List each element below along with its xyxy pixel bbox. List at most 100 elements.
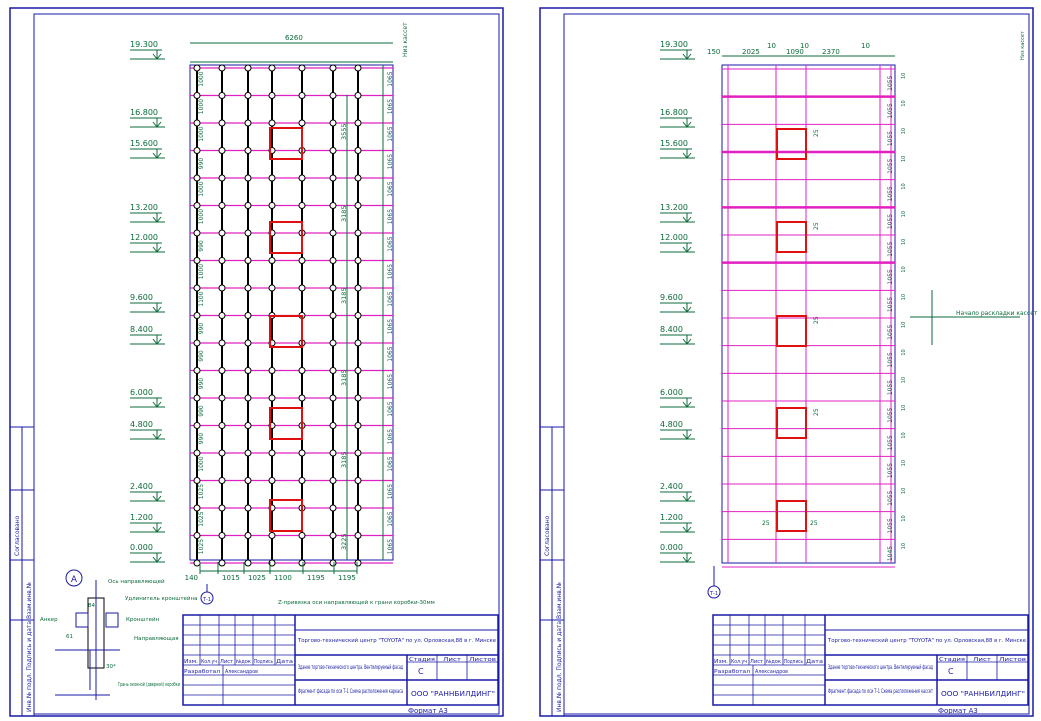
bracket-icon <box>218 202 226 209</box>
axis-marker-icon <box>707 585 721 599</box>
left-dim: 1000 <box>198 71 205 86</box>
tb-sheet-title: Фрагмент фасада по оси Т-1 Схема располо… <box>298 688 403 695</box>
bracket-icon <box>329 449 337 457</box>
detail-marker-label: А <box>71 575 78 585</box>
axis-label: Т-1 <box>709 591 718 597</box>
tb-col-header: №док <box>766 659 781 665</box>
level-arrow-icon <box>682 526 692 533</box>
inner-dim: 3185 <box>340 205 348 222</box>
bracket-icon <box>193 92 201 99</box>
right-dim: 1055 <box>887 380 894 395</box>
level-arrow-icon <box>152 152 162 159</box>
stamp-agreed-text: Согласовано <box>14 515 21 556</box>
bracket-icon <box>218 504 226 512</box>
bracket-icon <box>193 119 201 127</box>
window-opening <box>776 500 807 532</box>
bracket-icon <box>218 64 226 72</box>
bracket-icon <box>354 119 362 127</box>
right-dim: 1065 <box>387 126 394 141</box>
tb-stage: С <box>948 667 954 676</box>
bracket-icon <box>218 284 226 292</box>
axis-marker-icon <box>200 591 214 605</box>
bracket-icon <box>298 367 306 374</box>
right-dim: 1055 <box>887 186 894 201</box>
bracket-icon <box>354 422 362 429</box>
level-mark-9.600: 9.600 <box>660 293 683 302</box>
level-arrow-icon <box>682 121 692 128</box>
bracket-icon <box>244 147 252 154</box>
tb-author: Александров <box>755 669 788 675</box>
right-dim: 1055 <box>887 75 894 90</box>
left-dim: 990 <box>198 378 205 390</box>
tb-developed: Разработал <box>714 669 750 675</box>
tb-author: Александров <box>225 669 258 675</box>
window-opening <box>269 499 303 532</box>
bracket-icon <box>244 422 252 429</box>
bracket-icon <box>354 92 362 99</box>
left-dim: 990 <box>198 240 205 252</box>
bracket-icon <box>193 339 201 347</box>
tb-stage-header: Стадия <box>939 657 965 663</box>
level-mark-6.000: 6.000 <box>130 388 153 397</box>
bracket-icon <box>218 559 226 567</box>
detail-label: Грань оконной (дверной) коробки <box>118 681 180 688</box>
left-dim: 1025 <box>198 511 205 526</box>
window-opening <box>269 407 303 440</box>
level-arrow-icon <box>152 401 162 408</box>
bracket-icon <box>298 174 306 182</box>
bracket-icon <box>268 119 276 127</box>
window-dim: 25 <box>810 520 818 527</box>
level-arrow-icon <box>682 495 692 502</box>
bracket-icon <box>193 504 201 512</box>
bracket-icon <box>193 257 201 264</box>
level-arrow-icon <box>152 246 162 253</box>
gap-dim: 10 <box>901 239 907 245</box>
level-mark-1.200: 1.200 <box>130 513 153 522</box>
detail-label: Анкер <box>40 617 58 623</box>
bottom-dim: 1100 <box>274 574 292 582</box>
top-right-label: Низ кассет <box>402 22 409 57</box>
gap-dim: 10 <box>901 100 907 106</box>
right-dim: 1065 <box>387 374 394 389</box>
right-dim: 1055 <box>887 518 894 533</box>
right-dim: 1055 <box>887 490 894 505</box>
inner-dim: 3185 <box>340 287 348 304</box>
level-arrow-icon <box>682 53 692 60</box>
bracket-icon <box>268 394 276 402</box>
bracket-icon <box>354 532 362 539</box>
tb-project: Торгово-технический центр "TOYOTA" по ул… <box>827 637 1027 644</box>
bracket-icon <box>329 532 337 539</box>
level-mark-12.000: 12.000 <box>130 233 158 242</box>
bracket-icon <box>329 312 337 319</box>
right-dim: 1065 <box>387 236 394 251</box>
tb-col-header: Подпись <box>254 659 273 665</box>
bracket-icon <box>193 64 201 72</box>
right-dim: 1065 <box>387 539 394 554</box>
bracket-icon <box>244 504 252 512</box>
bracket-icon <box>354 339 362 347</box>
bracket-icon <box>354 174 362 182</box>
level-mark-0.000: 0.000 <box>660 543 683 552</box>
bracket-icon <box>244 229 252 237</box>
level-mark-15.600: 15.600 <box>130 139 158 148</box>
bracket-icon <box>244 64 252 72</box>
bracket-icon <box>244 339 252 347</box>
right-dim: 1065 <box>387 181 394 196</box>
right-dim: 1055 <box>887 463 894 478</box>
window-opening <box>776 221 807 253</box>
stamp-side-text: Инв.№ подл. Подпись и дата Взам.инв.№ <box>26 582 33 712</box>
tb-building: Здание торгово-технического центра. Вент… <box>298 664 403 671</box>
left-dim: 1000 <box>198 456 205 471</box>
bracket-icon <box>218 229 226 237</box>
window-opening <box>269 221 303 254</box>
bracket-icon <box>298 64 306 72</box>
level-arrow-icon <box>682 246 692 253</box>
bracket-icon <box>218 147 226 154</box>
bracket-icon <box>354 257 362 264</box>
level-arrow-icon <box>682 216 692 223</box>
tb-col-header: Дата <box>276 659 293 665</box>
gap-dim: 10 <box>901 460 907 466</box>
left-dim: 990 <box>198 433 205 445</box>
bracket-icon <box>193 147 201 154</box>
bracket-icon <box>354 202 362 209</box>
